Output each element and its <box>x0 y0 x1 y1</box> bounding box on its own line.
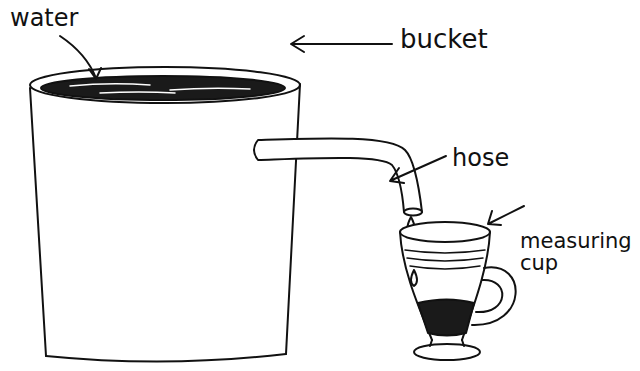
leader-arrow <box>390 156 446 183</box>
leader-arrow <box>488 206 524 225</box>
hose-tube <box>254 138 422 212</box>
cup-rim <box>400 222 490 242</box>
bucket-bottom <box>46 354 286 362</box>
part-label: bucket <box>400 26 488 53</box>
leader-arrow <box>60 36 101 79</box>
cup-liquid <box>418 300 474 336</box>
bucket-rim <box>30 67 300 103</box>
cup-handle <box>472 267 516 325</box>
bucket-side <box>30 88 46 356</box>
part-label: hose <box>452 146 509 171</box>
part-label: water <box>10 6 78 31</box>
cup-base <box>414 344 480 360</box>
water-drop <box>411 270 417 286</box>
water-ripple <box>70 84 250 93</box>
bucket-side <box>286 84 300 354</box>
water-surface <box>41 76 285 100</box>
leader-arrow <box>291 36 392 52</box>
hose-end <box>404 209 422 216</box>
part-label: measuring cup <box>520 230 634 274</box>
cup-marking <box>405 250 485 269</box>
